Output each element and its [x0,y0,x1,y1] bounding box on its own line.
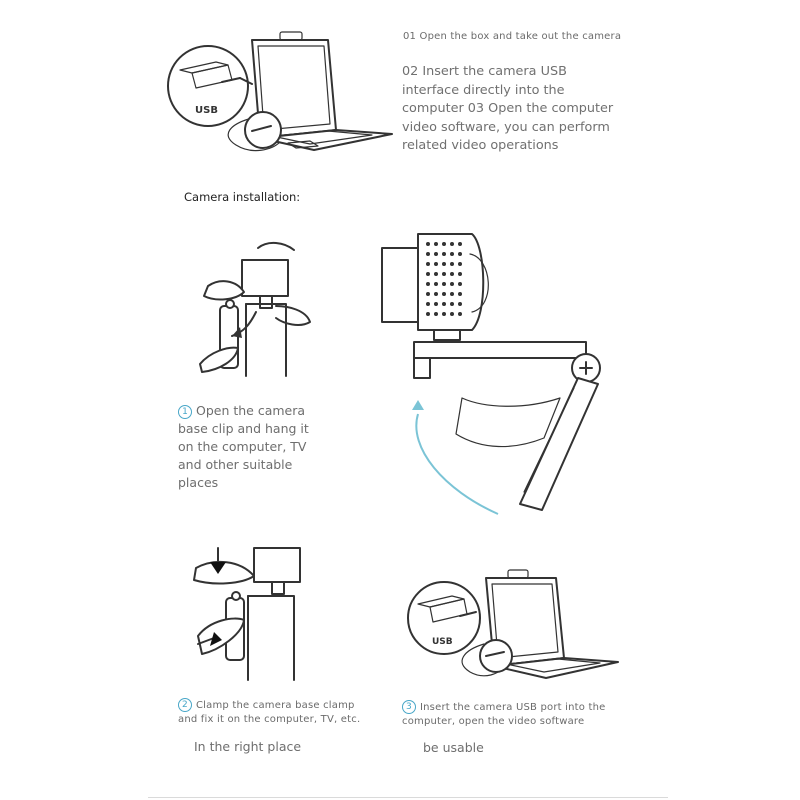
usb-label: USB [195,105,218,116]
bottom-laptop-illustration: USB [407,569,619,679]
top-laptop-illustration: USB [167,31,393,152]
bottom-divider [148,797,668,798]
step2-extra-text: In the right place [194,739,302,754]
up-arrow-icon [210,632,222,646]
speaker-grille [426,242,462,316]
hand-clip-illustration-2 [193,547,301,681]
steps-02-03-text: 02 Insert the camera USB interface direc… [402,64,614,153]
webcam-illustration [381,233,601,515]
step3-number-badge: 3 [402,700,416,714]
step1-number-badge: 1 [178,405,192,419]
step3-text: Insert the camera USB port into the comp… [402,702,606,727]
section-title: Camera installation: [184,190,301,204]
step3-extra-text: be usable [423,740,484,755]
step2-number-badge: 2 [178,698,192,712]
step-01-text: 01 Open the box and take out the camera [403,31,622,42]
usb-label-bottom: USB [432,637,453,647]
hand-clip-illustration-1 [199,242,311,377]
down-arrow-icon [210,562,226,574]
step1-text: Open the camera base clip and hang it on… [178,403,309,490]
step2-text: Clamp the camera base clamp and fix it o… [178,700,361,725]
